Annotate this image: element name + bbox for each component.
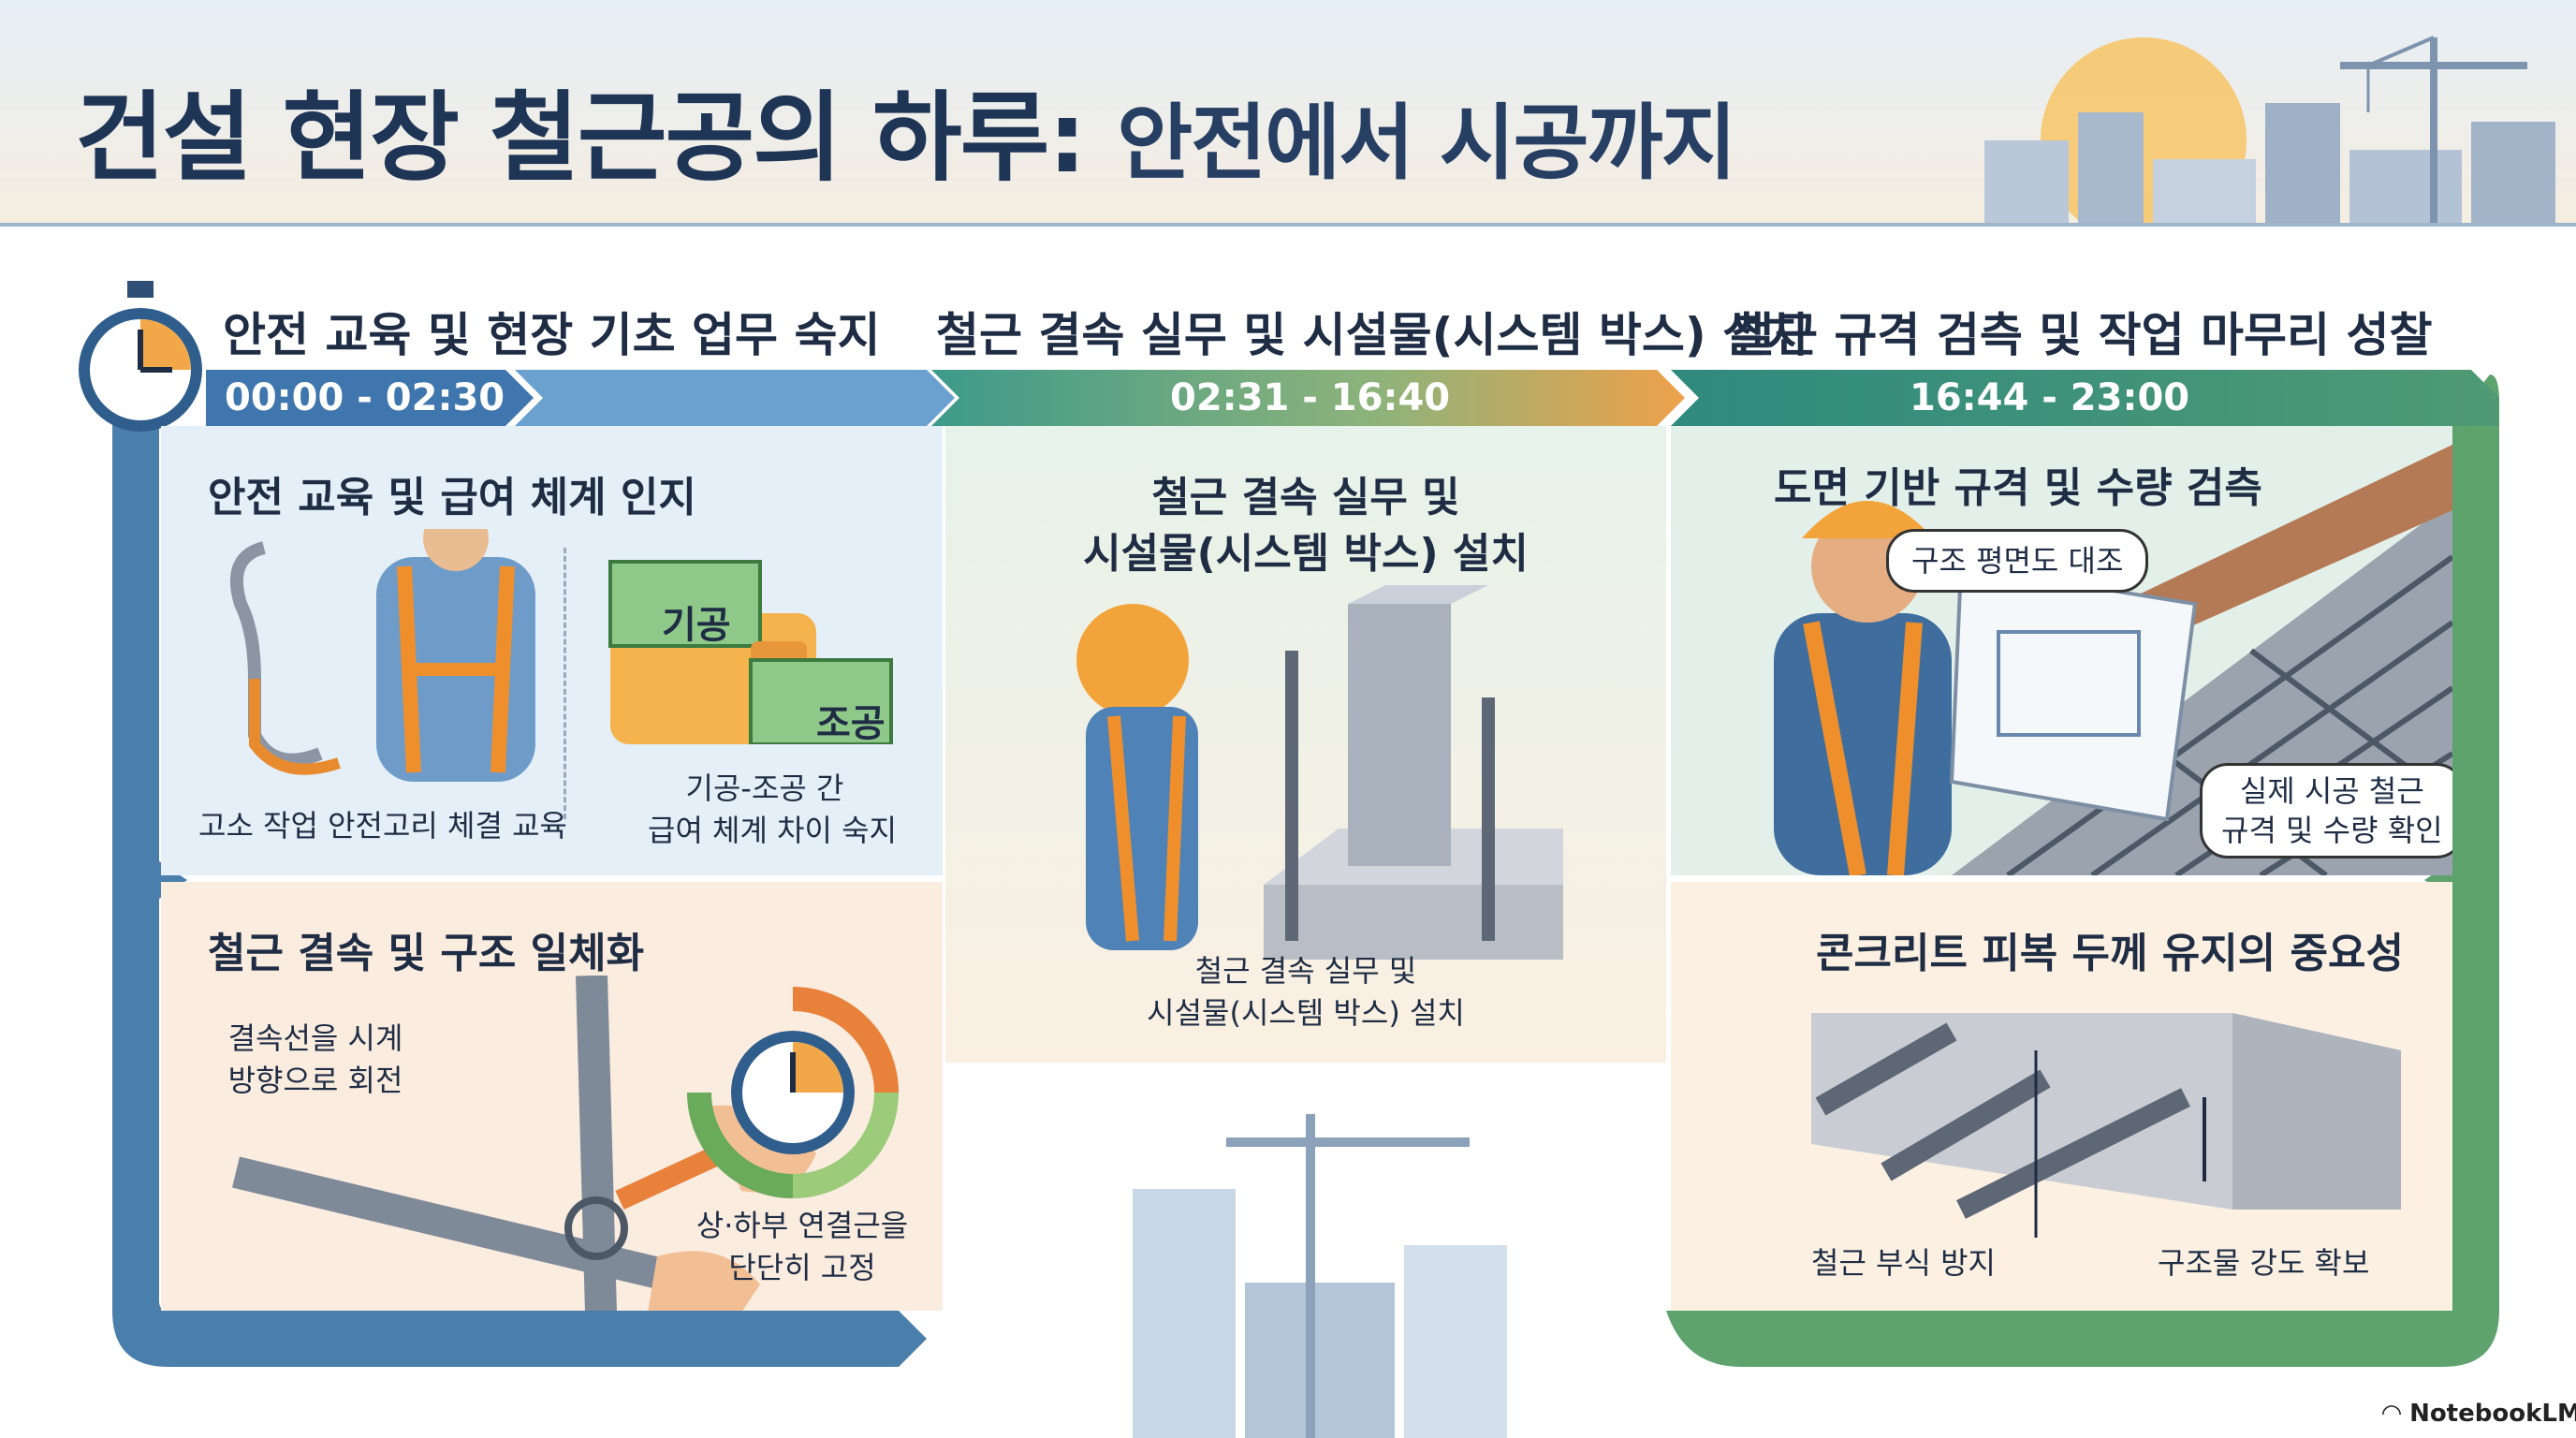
note-fix-line2: 단단히 고정 bbox=[728, 1250, 876, 1285]
wallet-bill-label-2: 조공 bbox=[816, 702, 886, 745]
caption-install-line2: 시설물(시스템 박스) 설치 bbox=[1147, 995, 1465, 1031]
note-tying-line2: 방향으로 회전 bbox=[227, 1063, 403, 1098]
wallet-icon bbox=[608, 560, 893, 744]
caption-harness: 고소 작업 안전고리 체결 교육 bbox=[198, 808, 567, 844]
phase-2-time: 02:31 - 16:40 bbox=[1170, 376, 1451, 419]
panel-tying-title: 철근 결속 및 구조 일체화 bbox=[208, 930, 645, 977]
caption-strength: 구조물 강도 확보 bbox=[2158, 1245, 2370, 1281]
phase-1-title: 안전 교육 및 현장 기초 업무 숙지 bbox=[223, 308, 881, 362]
phase-3-time: 16:44 - 23:00 bbox=[1910, 376, 2190, 419]
clockwise-cycle-icon bbox=[687, 987, 899, 1198]
notebooklm-watermark: ◠ NotebookLM bbox=[2382, 1400, 2576, 1428]
callout-plan-compare: 구조 평면도 대조 bbox=[1886, 529, 2149, 593]
callout-verify-line1: 실제 시공 철근 bbox=[2239, 773, 2424, 809]
city-construction-illustration bbox=[1086, 1077, 1544, 1438]
panel-install: 철근 결속 실무 및 시설물(시스템 박스) 설치 철근 결속 실무 및 시설물… bbox=[945, 426, 1666, 1063]
notebooklm-icon: ◠ bbox=[2382, 1400, 2401, 1428]
phase-3-title: 철근 규격 검측 및 작업 마무리 성찰 bbox=[1732, 308, 2433, 362]
page-title: 건설 현장 철근공의 하루: 안전에서 시공까지 bbox=[75, 58, 1737, 199]
callout-verify: 실제 시공 철근 규격 및 수량 확인 bbox=[2200, 763, 2452, 858]
concrete-cover-illustration bbox=[1811, 1013, 2401, 1238]
note-fix-line1: 상·하부 연결근을 bbox=[695, 1208, 909, 1243]
header-banner: 건설 현장 철근공의 하루: 안전에서 시공까지 bbox=[0, 0, 2576, 225]
worker-harness-illustration bbox=[229, 529, 535, 782]
caption-pay-line1: 기공-조공 간 bbox=[685, 770, 844, 806]
callout-verify-line2: 규격 및 수량 확인 bbox=[2221, 813, 2443, 848]
panel-safety: 안전 교육 및 급여 체계 인지 기공 조공 고소 작업 안전고리 체결 교육 … bbox=[161, 426, 943, 875]
panel-install-title-line2: 시설물(시스템 박스) 설치 bbox=[1083, 530, 1529, 578]
panel-cover-title: 콘크리트 피복 두께 유지의 중요성 bbox=[1816, 930, 2404, 977]
panel-install-title-line1: 철근 결속 실무 및 bbox=[1151, 474, 1460, 521]
caption-install-line1: 철근 결속 실무 및 bbox=[1194, 953, 1417, 989]
stopwatch-icon bbox=[79, 281, 202, 432]
panel-tying: 철근 결속 및 구조 일체화 결속선을 시계 방향으로 회전 상·하부 연결근을… bbox=[161, 882, 943, 1311]
skyline-illustration bbox=[1984, 36, 2555, 225]
title-sub: 안전에서 시공까지 bbox=[1117, 95, 1736, 191]
title-main: 건설 현장 철근공의 하루: bbox=[75, 81, 1087, 195]
panel-inspect: 도면 기반 규격 및 수량 검측 구조 평면도 대조 실제 시공 철근 규격 및… bbox=[1671, 426, 2452, 875]
panel-safety-divider bbox=[564, 548, 566, 819]
phase-2-title: 철근 결속 실무 및 시설물(시스템 박스) 설치 bbox=[936, 308, 1809, 362]
panel-safety-title: 안전 교육 및 급여 체계 인지 bbox=[208, 474, 696, 521]
watermark-text: NotebookLM bbox=[2409, 1400, 2576, 1428]
panel-cover: 콘크리트 피복 두께 유지의 중요성 철근 부식 방지 구조물 강도 확보 bbox=[1671, 882, 2452, 1311]
caption-pay-line2: 급여 체계 차이 숙지 bbox=[648, 813, 898, 848]
header-divider bbox=[0, 223, 2576, 227]
system-box-illustration bbox=[1076, 585, 1563, 960]
caption-corrosion: 철근 부식 방지 bbox=[1811, 1245, 1996, 1281]
wallet-bill-label-1: 기공 bbox=[662, 604, 731, 647]
panel-inspect-title: 도면 기반 규격 및 수량 검측 bbox=[1774, 464, 2262, 512]
phase-1-time: 00:00 - 02:30 bbox=[225, 376, 505, 419]
note-tying-line1: 결속선을 시계 bbox=[227, 1020, 403, 1056]
